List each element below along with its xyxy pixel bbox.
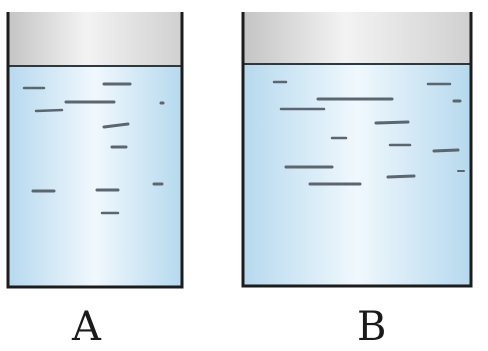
container-b-streaks — [272, 80, 465, 186]
container-b-walls — [241, 12, 473, 288]
container-b-headspace — [243, 12, 471, 64]
streak — [34, 108, 64, 113]
container-b-liquid — [243, 64, 471, 286]
container-a-streaks — [22, 82, 165, 215]
streak — [432, 148, 460, 153]
container-a-liquid — [8, 66, 182, 287]
streak — [374, 120, 410, 125]
streak — [102, 122, 130, 129]
container-b — [241, 12, 473, 288]
container-a-walls — [6, 12, 184, 289]
container-a-label: A — [72, 304, 101, 350]
container-a-headspace — [8, 12, 182, 66]
streak — [386, 174, 416, 179]
container-a — [6, 12, 184, 289]
container-b-label: B — [357, 304, 387, 350]
